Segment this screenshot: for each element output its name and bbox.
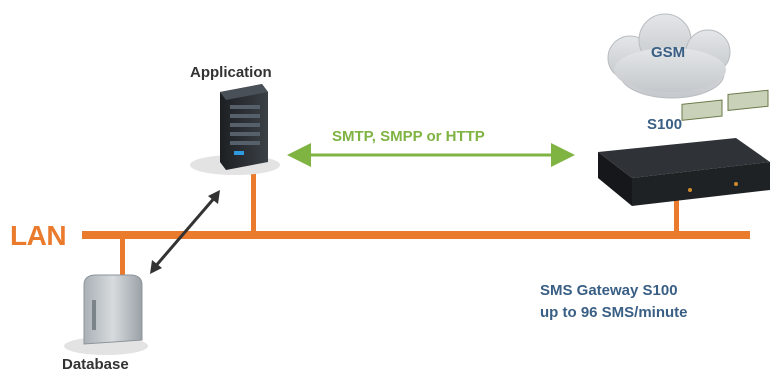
database-server-icon <box>64 274 148 355</box>
lan-label: LAN <box>10 220 67 251</box>
protocol-label: SMTP, SMPP or HTTP <box>332 128 485 145</box>
application-server-icon <box>190 84 280 175</box>
gsm-label: GSM <box>651 44 686 61</box>
database-link-arrow <box>150 190 220 274</box>
gsm-cloud-icon <box>607 13 731 99</box>
gateway-description-title: SMS Gateway S100 <box>540 282 678 299</box>
lan-bus <box>82 170 750 280</box>
application-label: Application <box>190 64 272 81</box>
s100-gateway-icon <box>598 89 770 206</box>
database-label: Database <box>62 356 129 373</box>
s100-label: S100 <box>647 116 683 133</box>
gateway-description-capacity: up to 96 SMS/minute <box>540 304 688 321</box>
